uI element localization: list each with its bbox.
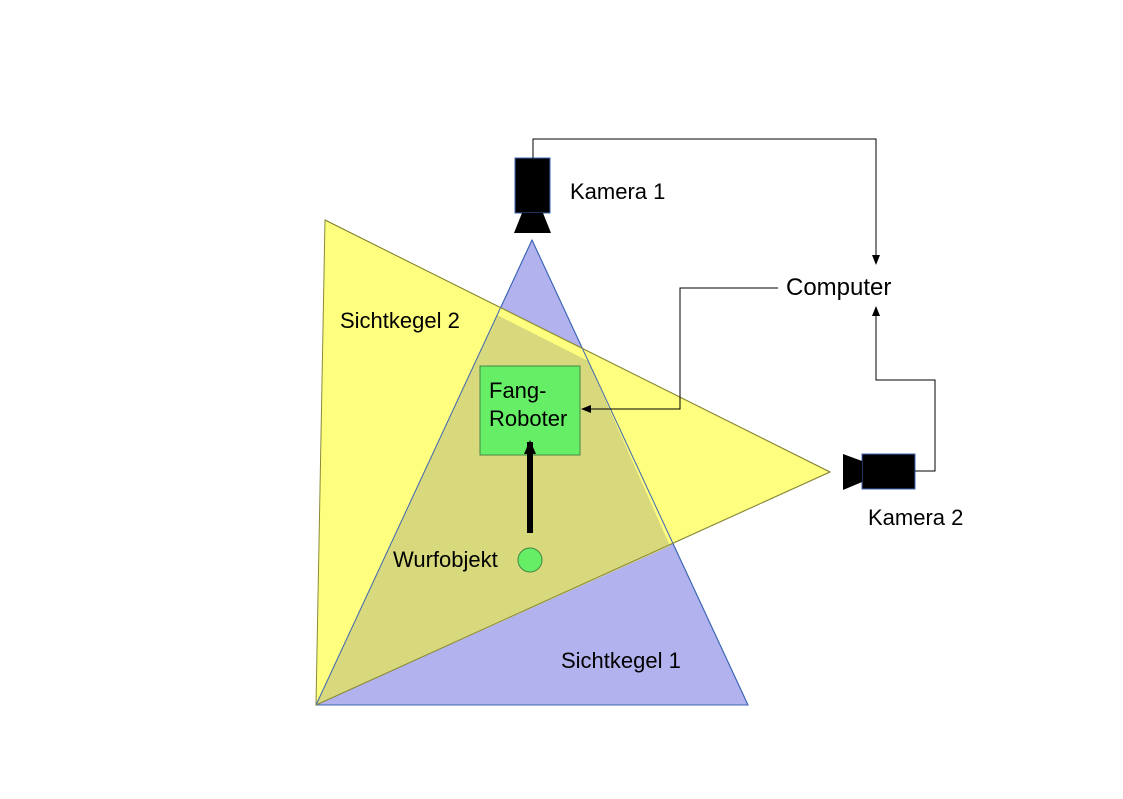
wurfobjekt-circle (517, 547, 543, 573)
camera-1-lens (514, 213, 551, 233)
sichtkegel-1-label: Sichtkegel 1 (561, 648, 681, 673)
computer-label: Computer (786, 274, 891, 301)
camera-1-body (514, 157, 551, 214)
fang-roboter-label-line1: Fang- (489, 378, 546, 403)
camera-2-body (861, 453, 916, 490)
connector-camera2-computer (872, 306, 936, 472)
camera-2 (843, 453, 916, 490)
camera-1-label: Kamera 1 (570, 179, 665, 204)
cone-1-left-edge (315, 239, 533, 706)
camera-2-label: Kamera 2 (868, 505, 963, 530)
connector-computer-robot (581, 287, 778, 413)
wurfobjekt-label: Wurfobjekt (393, 547, 498, 572)
cone-1-right-edge (531, 239, 749, 706)
camera-1 (514, 157, 551, 233)
cone-2-bottom-edge (315, 471, 831, 706)
sichtkegel-2-label: Sichtkegel 2 (340, 308, 460, 333)
fang-roboter-label-line2: Roboter (489, 406, 567, 431)
connector-camera1-computer (532, 138, 880, 265)
cone-2-top-edge (324, 219, 831, 473)
camera-2-lens (843, 454, 862, 490)
